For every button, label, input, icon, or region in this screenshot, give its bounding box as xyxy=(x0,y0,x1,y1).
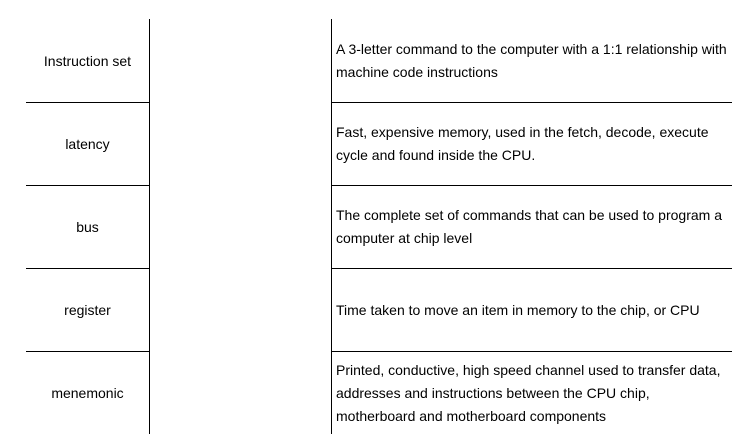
terms-row-divider xyxy=(26,102,150,103)
term-cell: bus xyxy=(26,186,149,268)
term-cell: Instruction set xyxy=(26,19,149,102)
definition-cell: Printed, conductive, high speed channel … xyxy=(336,356,732,430)
definitions-row-divider xyxy=(331,102,732,103)
term-label: latency xyxy=(65,136,110,152)
definitions-row-divider xyxy=(331,268,732,269)
definition-text: Time taken to move an item in memory to … xyxy=(336,301,700,318)
terms-row-divider xyxy=(26,185,150,186)
term-cell: latency xyxy=(26,103,149,185)
term-label: menemonic xyxy=(51,385,124,401)
definition-cell: Time taken to move an item in memory to … xyxy=(336,275,732,345)
definitions-row-divider xyxy=(331,351,732,352)
terms-row-divider xyxy=(26,268,150,269)
term-label: bus xyxy=(76,219,99,235)
definition-cell: The complete set of commands that can be… xyxy=(336,192,732,262)
term-cell: menemonic xyxy=(26,352,149,434)
term-cell: register xyxy=(26,269,149,351)
definition-text: Printed, conductive, high speed channel … xyxy=(336,361,721,424)
term-label: register xyxy=(64,302,111,318)
definitions-row-divider xyxy=(331,185,732,186)
definition-text: The complete set of commands that can be… xyxy=(336,207,722,246)
terms-column-divider xyxy=(149,19,150,434)
definitions-column-divider xyxy=(331,19,332,434)
definition-text: Fast, expensive memory, used in the fetc… xyxy=(336,124,709,163)
definition-text: A 3-letter command to the computer with … xyxy=(336,41,727,80)
terms-row-divider xyxy=(26,351,150,352)
definition-cell: Fast, expensive memory, used in the fetc… xyxy=(336,109,732,179)
term-label: Instruction set xyxy=(43,52,132,69)
definition-cell: A 3-letter command to the computer with … xyxy=(336,26,732,96)
